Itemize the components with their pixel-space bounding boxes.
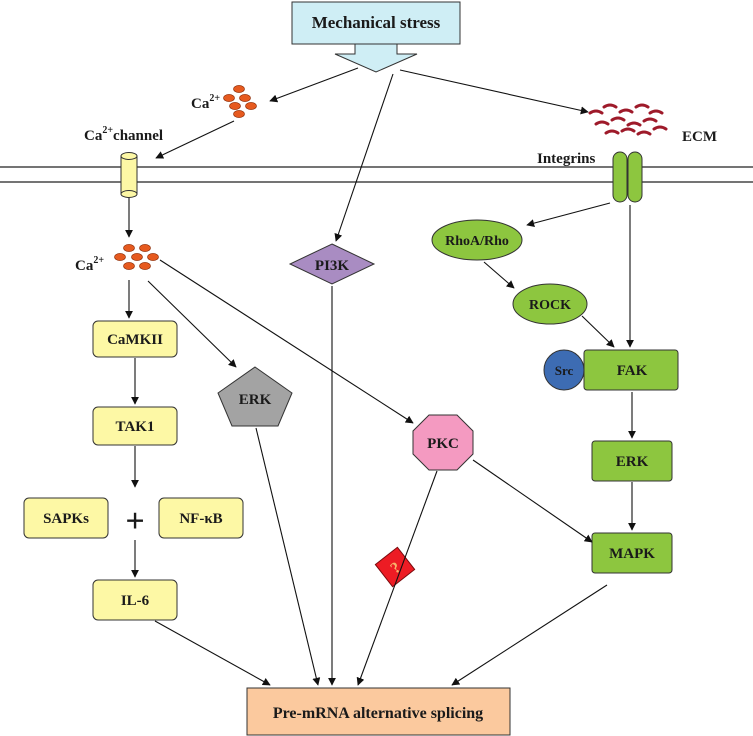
erk-center-node: ERK: [217, 366, 293, 427]
pre-mrna-splicing-label: Pre-mRNA alternative splicing: [273, 705, 483, 722]
arrow-pkc-to-mapk: [472, 459, 593, 543]
arrow-stress-to-pi3k: [334, 73, 394, 242]
ecm-fibers: [588, 103, 668, 136]
il6-node: IL-6: [92, 579, 178, 621]
nfkb-label: NF-κB: [179, 511, 222, 527]
arrow-stress-to-ecm: [399, 69, 589, 115]
arrow-integrins-to-rhoa: [526, 202, 611, 228]
calcium-ion-label: Ca2+: [191, 93, 220, 112]
calcium-ion-inside-label: Ca2+: [75, 255, 104, 274]
erk-right-label: ERK: [616, 454, 649, 470]
erk-right-node: ERK: [591, 440, 673, 482]
ecm-label: ECM: [682, 129, 717, 145]
pathway-arrows: [125, 67, 636, 686]
rhoa-node: RhoA/Rho: [431, 219, 523, 261]
pre-mrna-splicing-node: Pre-mRNA alternative splicing: [246, 687, 511, 736]
extracellular-calcium: Ca2+: [191, 85, 257, 118]
calcium-channel-label: Ca2+channel: [84, 125, 163, 144]
tak1-node: TAK1: [92, 406, 178, 446]
mapk-label: MAPK: [609, 546, 655, 562]
calcium-channel: Ca2+channel: [84, 125, 163, 198]
stimulus-arrow-shape: [334, 43, 418, 73]
integrins: Integrins: [537, 151, 643, 203]
tak1-label: TAK1: [116, 419, 155, 435]
src-label: Src: [555, 363, 574, 378]
arrow-pkc-to-splicing: [356, 470, 438, 686]
sapks-node: SAPKs: [23, 497, 109, 539]
camkii-node: CaMKII: [92, 320, 178, 358]
camkii-label: CaMKII: [107, 332, 163, 348]
rock-node: ROCK: [512, 283, 588, 325]
mechanical-stress-node: Mechanical stress: [291, 1, 461, 73]
fak-label: FAK: [617, 363, 648, 379]
unknown-factor-node: ?: [374, 546, 416, 588]
arrow-rhoa-to-rock: [483, 261, 515, 289]
intracellular-calcium: Ca2+: [75, 244, 159, 274]
plus-sign: +: [125, 503, 144, 540]
nfkb-node: NF-κB: [158, 497, 244, 539]
arrow-mapk-to-splicing: [451, 584, 608, 686]
fak-node: FAK: [583, 349, 679, 391]
rock-label: ROCK: [529, 298, 571, 313]
calcium-ion-inside-cluster: [114, 244, 159, 270]
arrow-rock-to-fak: [581, 315, 615, 348]
arrow-calcium-to-pkc: [159, 259, 414, 424]
mechanical-stress-label: Mechanical stress: [312, 13, 441, 32]
il6-label: IL-6: [121, 593, 150, 609]
arrow-calcium-to-erk: [147, 280, 237, 368]
mapk-node: MAPK: [591, 532, 673, 574]
pi3k-node: PI3K: [288, 243, 376, 285]
arrow-il6-to-splicing: [154, 620, 271, 686]
pkc-label: PKC: [427, 436, 459, 452]
arrow-erk-to-splicing: [255, 427, 321, 686]
sapks-label: SAPKs: [43, 511, 89, 527]
pi3k-label: PI3K: [315, 258, 350, 274]
arrow-calcium-to-channel: [155, 120, 235, 159]
src-node: Src: [543, 349, 585, 391]
integrins-label: Integrins: [537, 151, 596, 167]
rhoa-label: RhoA/Rho: [445, 234, 509, 249]
calcium-ion-cluster: [223, 85, 257, 118]
pkc-node: PKC: [412, 414, 474, 471]
erk-center-label: ERK: [239, 392, 272, 408]
arrow-stress-to-calcium: [269, 67, 359, 103]
